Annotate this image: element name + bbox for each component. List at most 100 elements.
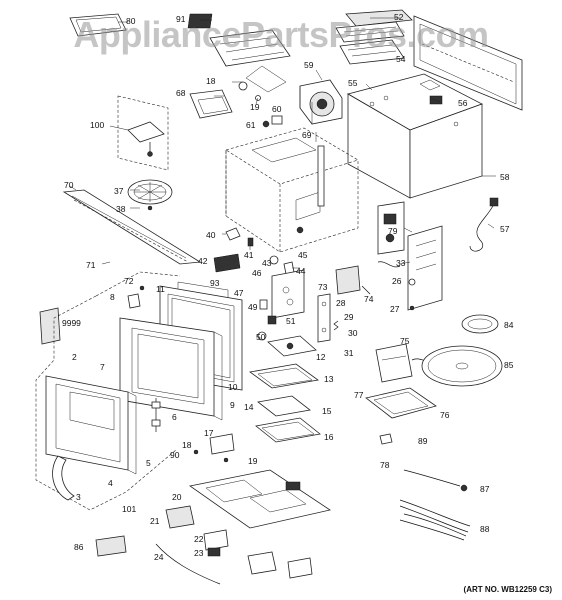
part-top-cover-plate[interactable] <box>413 15 523 111</box>
part-74-diode[interactable] <box>361 285 371 295</box>
part-26-switch[interactable] <box>408 278 416 286</box>
part-33-wire-harness[interactable] <box>377 261 401 268</box>
callout-18-bottom: 18 <box>182 440 192 450</box>
part-46-latch-board[interactable] <box>271 269 305 319</box>
part-filter-right[interactable] <box>247 551 313 579</box>
part-19-screw[interactable] <box>223 457 229 463</box>
part-88-wire-harness[interactable] <box>399 499 471 541</box>
part-79-control-board[interactable] <box>377 201 405 255</box>
callout-61: 61 <box>246 120 256 130</box>
part-70-vent-grille[interactable] <box>62 189 202 265</box>
callout-84: 84 <box>504 320 514 330</box>
part-57-power-cord[interactable] <box>469 197 499 252</box>
part-84-roller-ring[interactable] <box>461 314 499 334</box>
part-58-outer-case[interactable] <box>346 73 483 199</box>
part-4-door-outer[interactable] <box>127 391 137 475</box>
callout-50: 50 <box>256 332 266 342</box>
part-12-bracket[interactable] <box>267 335 317 357</box>
callout-4: 4 <box>108 478 113 488</box>
part-68-bracket[interactable] <box>189 89 233 119</box>
part-24-wire[interactable] <box>155 543 221 585</box>
part-76-base-tray[interactable] <box>365 387 437 419</box>
part-9999-manual[interactable] <box>39 307 61 345</box>
callout-56: 56 <box>458 98 468 108</box>
part-87-thermistor[interactable] <box>403 469 468 492</box>
callout-38: 38 <box>116 204 126 214</box>
callout-18-top: 18 <box>206 76 216 86</box>
part-15-tray[interactable] <box>257 395 311 417</box>
callout-79: 79 <box>388 226 398 236</box>
part-27-screw[interactable] <box>409 305 415 311</box>
part-37-stirrer-fan[interactable] <box>127 179 173 205</box>
part-59-fan-motor[interactable] <box>299 79 343 125</box>
callout-55: 55 <box>348 78 358 88</box>
part-22-lamp-cover[interactable] <box>203 529 229 551</box>
part-43-diode[interactable] <box>269 255 279 265</box>
callout-58: 58 <box>500 172 510 182</box>
part-52-vent-panel[interactable] <box>335 9 413 43</box>
callout-31: 31 <box>344 348 354 358</box>
part-16-tray[interactable] <box>255 417 321 443</box>
callout-29: 29 <box>344 312 354 322</box>
part-80-frame[interactable] <box>69 13 127 37</box>
part-9-door-panel[interactable] <box>213 331 223 421</box>
part-17-bracket[interactable] <box>209 433 235 455</box>
callout-30: 30 <box>348 328 358 338</box>
part-85-turntable[interactable] <box>421 345 503 387</box>
part-72-screw[interactable] <box>139 285 145 291</box>
part-90-screw[interactable] <box>193 449 199 455</box>
part-38-stirrer-shaft[interactable] <box>147 205 153 211</box>
part-21-filter[interactable] <box>165 505 195 529</box>
part-2-door-frame[interactable] <box>45 375 129 471</box>
part-78-latch[interactable] <box>379 433 393 445</box>
part-86-label[interactable] <box>95 535 127 557</box>
callout-5: 5 <box>146 458 151 468</box>
callout-33: 33 <box>396 258 406 268</box>
callout-57: 57 <box>500 224 510 234</box>
callout-42: 42 <box>198 256 208 266</box>
callout-20: 20 <box>172 492 182 502</box>
part-3-handle[interactable] <box>52 455 75 501</box>
part-100-stirrer-cover[interactable] <box>117 95 169 171</box>
part-8-hinge[interactable] <box>127 293 141 309</box>
callout-74: 74 <box>364 294 374 304</box>
part-50-fan[interactable] <box>257 331 267 341</box>
part-61-fuse[interactable] <box>262 120 270 128</box>
callout-86: 86 <box>74 542 84 552</box>
callout-9: 9 <box>230 400 235 410</box>
callout-87: 87 <box>480 484 490 494</box>
part-10-door-inner[interactable] <box>119 317 215 417</box>
part-73-capacitor[interactable] <box>335 265 361 295</box>
callout-89: 89 <box>418 436 428 446</box>
part-30-spring[interactable] <box>333 320 339 331</box>
part-20-bottom-plate[interactable] <box>189 469 331 529</box>
callout-100: 100 <box>90 120 104 130</box>
callout-8: 8 <box>110 292 115 302</box>
part-101-door-assembly-outline[interactable] <box>35 271 181 511</box>
part-23-lamp-socket[interactable] <box>207 547 221 557</box>
part-69-cavity[interactable] <box>225 127 359 253</box>
part-13-tray[interactable] <box>249 363 319 389</box>
part-29-lever[interactable] <box>317 293 331 343</box>
part-41-switch[interactable] <box>247 237 254 247</box>
part-51-switch[interactable] <box>267 315 277 325</box>
part-6-door-latch[interactable] <box>151 398 161 432</box>
part-42-grille[interactable] <box>213 253 241 273</box>
callout-75: 75 <box>400 336 410 346</box>
callout-68: 68 <box>176 88 186 98</box>
part-49-switch[interactable] <box>259 299 268 310</box>
callout-6: 6 <box>172 412 177 422</box>
part-top-bracket[interactable] <box>209 29 291 101</box>
callout-labels: 80 91 18 19 52 54 55 56 58 59 60 61 68 6… <box>62 12 514 562</box>
part-40-clip[interactable] <box>225 227 241 241</box>
part-60-thermostat[interactable] <box>271 115 283 125</box>
callout-2: 2 <box>72 352 77 362</box>
callout-73: 73 <box>318 282 328 292</box>
part-54-vent-panel[interactable] <box>339 39 405 65</box>
part-91-grille[interactable] <box>187 13 213 29</box>
callout-24: 24 <box>154 552 164 562</box>
callout-23: 23 <box>194 548 204 558</box>
callout-28: 28 <box>336 298 346 308</box>
part-right-bracket[interactable] <box>407 225 443 311</box>
